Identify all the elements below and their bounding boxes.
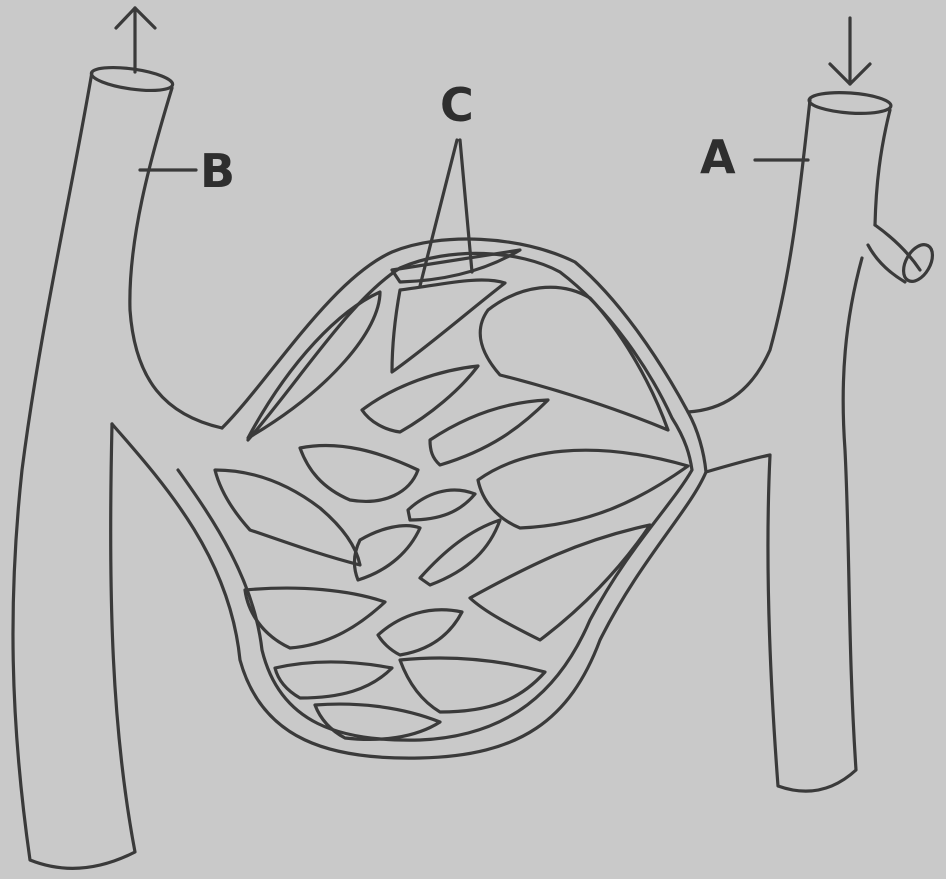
vessel-b-venule [13, 63, 222, 868]
label-c: C [440, 82, 474, 128]
capillary-network-c [112, 239, 706, 758]
vessel-a-arteriole [688, 90, 938, 791]
arrow-up-icon [116, 8, 155, 72]
branch-opening [898, 240, 939, 287]
arrow-down-icon [830, 18, 870, 84]
vessel-b-opening [90, 63, 174, 94]
label-a: A [700, 134, 736, 180]
label-b: B [200, 148, 235, 194]
vessel-a-opening [808, 90, 891, 116]
